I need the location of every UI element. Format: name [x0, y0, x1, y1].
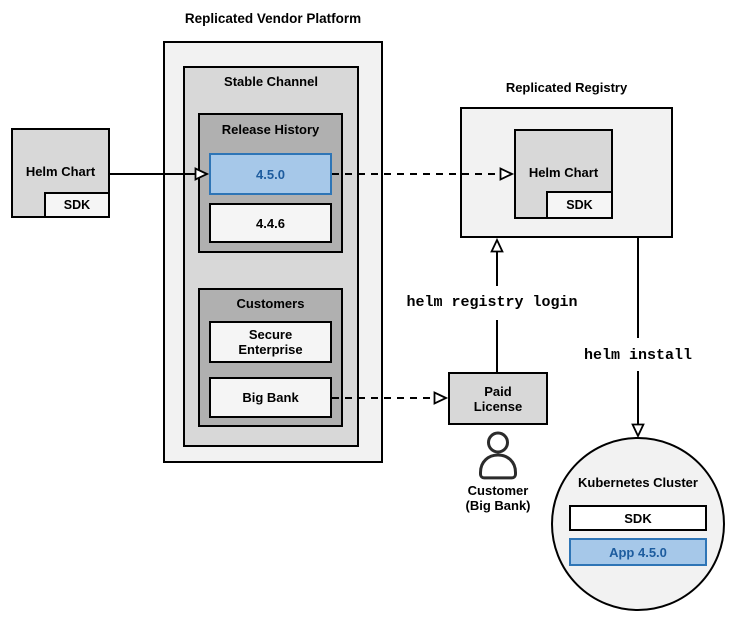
release-history-title: Release History: [221, 122, 320, 137]
cluster-sdk-box: SDK: [569, 505, 707, 531]
stable-channel-title: Stable Channel: [224, 74, 318, 89]
customer-big-bank: Big Bank: [209, 377, 332, 418]
paid-license-label: Paid License: [473, 383, 523, 414]
cmd-helm-registry-login: helm registry login: [406, 294, 578, 311]
arrowhead-install: [631, 423, 645, 439]
source-helm-chart-label: Helm Chart: [25, 163, 96, 179]
customer-caption: Customer (Big Bank): [438, 483, 558, 513]
cmd-helm-install: helm install: [583, 347, 693, 364]
registry-sdk-box: SDK: [546, 191, 613, 219]
release-version-446: 4.4.6: [209, 203, 332, 243]
customers-title: Customers: [236, 296, 305, 311]
cluster-app-box: App 4.5.0: [569, 538, 707, 566]
arrowhead-bigbank-to-license: [433, 391, 449, 405]
release-version-450: 4.5.0: [209, 153, 332, 195]
customer-secure-enterprise: Secure Enterprise: [209, 321, 332, 363]
customer-person-icon: [479, 431, 517, 480]
source-sdk-box: SDK: [44, 192, 110, 218]
paid-license-box: Paid License: [448, 372, 548, 425]
customer-secure-enterprise-label: Secure Enterprise: [238, 327, 303, 357]
registry-title: Replicated Registry: [505, 80, 628, 95]
kubernetes-cluster-title: Kubernetes Cluster: [578, 475, 698, 490]
customer-name: Customer: [467, 483, 529, 498]
vendor-platform-title: Replicated Vendor Platform: [184, 11, 362, 26]
arrowhead-login: [490, 237, 504, 253]
registry-helm-chart-label: Helm Chart: [528, 164, 599, 180]
customer-detail: (Big Bank): [465, 498, 531, 513]
